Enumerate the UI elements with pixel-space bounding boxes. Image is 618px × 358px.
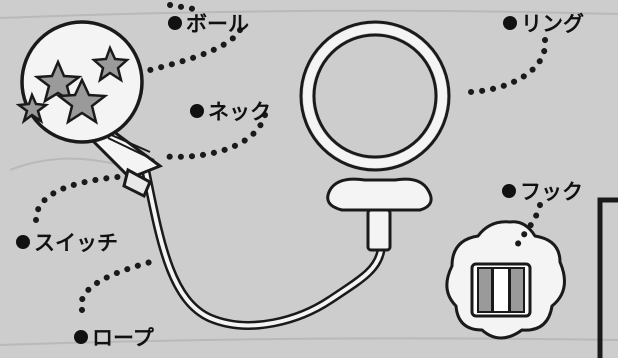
label-ball-text: ボール: [186, 12, 249, 36]
frame-edge: [597, 197, 618, 358]
leader-lines: [33, 27, 549, 313]
label-hook: フック: [502, 176, 583, 206]
leader-ball: [147, 27, 243, 73]
label-rope: ロープ: [74, 322, 154, 352]
label-ring-text: リング: [521, 12, 584, 36]
label-hook-text: フック: [520, 180, 583, 204]
bullet-dot: [168, 16, 182, 30]
leader-neck: [157, 112, 268, 160]
hook: [445, 220, 566, 340]
label-switch: スイッチ: [16, 227, 118, 257]
bullet-dot: [74, 330, 88, 344]
bullet-dot: [503, 16, 517, 30]
ring: [299, 20, 451, 252]
leader-switch: [33, 173, 131, 223]
label-switch-text: スイッチ: [34, 231, 118, 255]
label-ball: ボール: [168, 8, 249, 38]
label-ring: リング: [503, 8, 584, 38]
leader-ring: [467, 37, 549, 95]
bullet-dot: [190, 104, 204, 118]
label-neck: ネック: [190, 96, 271, 126]
bullet-dot: [502, 184, 516, 198]
bullet-dot: [16, 235, 30, 249]
label-neck-text: ネック: [208, 100, 271, 124]
ball: [15, 20, 144, 144]
label-rope-text: ロープ: [92, 326, 154, 350]
leader-rope: [78, 257, 161, 313]
